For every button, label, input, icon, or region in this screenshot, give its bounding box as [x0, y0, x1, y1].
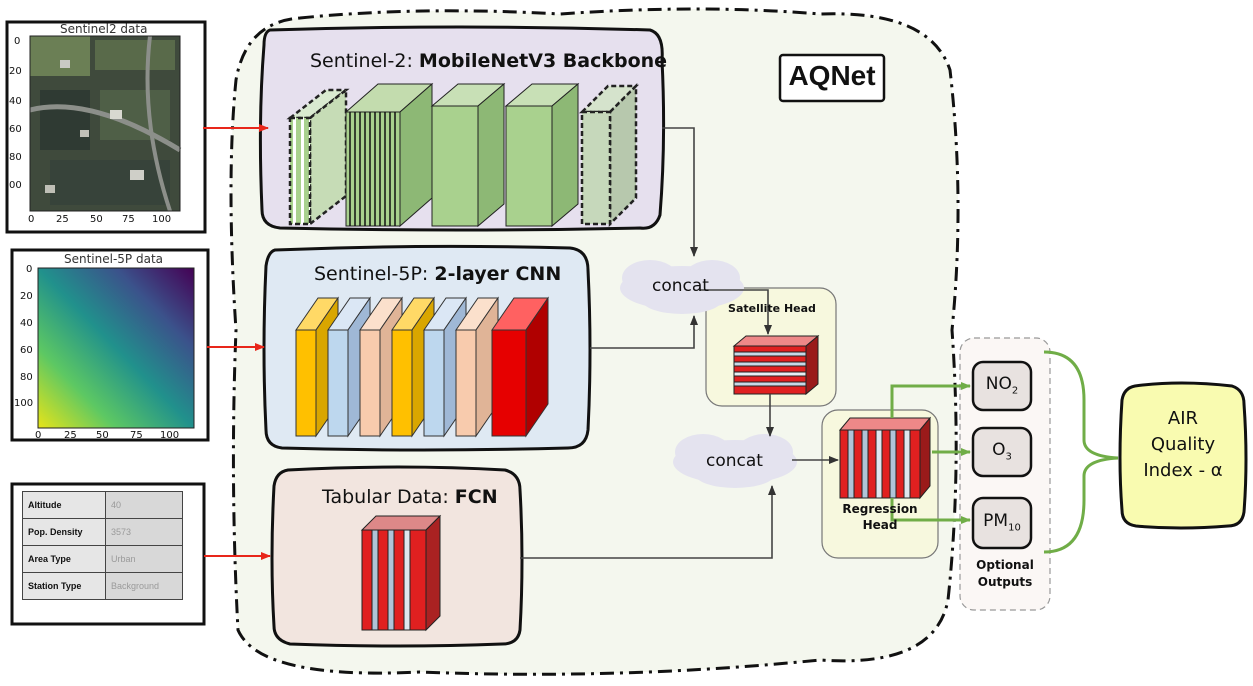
s5p-xtick-2: 50 — [96, 430, 109, 441]
optional-outputs-caption-1: Optional — [976, 558, 1034, 572]
connector-arrows — [520, 127, 839, 559]
concat-top-label: concat — [652, 276, 709, 296]
s5p-heatmap — [37, 267, 195, 429]
s2-ytick-2: 40 — [9, 96, 22, 107]
pm10-base: PM — [983, 511, 1009, 531]
s2-xtick-4: 100 — [152, 214, 172, 225]
table-key: Pop. Density — [22, 518, 106, 546]
pm10-label: PM10 — [973, 511, 1031, 533]
pm10-box — [971, 496, 1033, 550]
s2-ytick-0: 0 — [14, 36, 21, 47]
table-key: Area Type — [22, 545, 106, 573]
table-value: Background — [105, 572, 183, 600]
aqi-box — [1118, 381, 1248, 530]
o3-box — [971, 426, 1033, 478]
mobilenet-layers — [286, 82, 640, 228]
concat-bottom-label: concat — [706, 451, 763, 471]
satellite-head-layers — [732, 334, 820, 396]
s2-xtick-1: 25 — [56, 214, 69, 225]
tab-branch-prefix: Tabular Data: — [322, 486, 455, 508]
s5p-xtick-3: 75 — [130, 430, 143, 441]
s5p-ytick-5: 100 — [14, 398, 34, 409]
s5p-branch-bold: 2-layer CNN — [434, 263, 562, 285]
concat-cloud-bottom — [673, 434, 797, 488]
table-value: 3573 — [105, 518, 183, 546]
concat-cloud-top — [620, 260, 744, 314]
no2-box — [971, 360, 1033, 412]
table-key: Station Type — [22, 572, 106, 600]
s2-ytick-1: 20 — [9, 66, 22, 77]
s5p-xtick-1: 25 — [64, 430, 77, 441]
optional-outputs-caption-2: Outputs — [977, 575, 1033, 589]
table-value: 40 — [105, 491, 183, 519]
regression-head-layers — [838, 416, 932, 500]
satellite-head-label: Satellite Head — [728, 302, 816, 315]
aqi-line-1: AIR — [1167, 408, 1199, 429]
o3-base: O — [992, 440, 1006, 460]
s2-branch-bold: MobileNetV3 Backbone — [418, 50, 668, 72]
s5p-branch-prefix: Sentinel-5P: — [314, 263, 435, 285]
s5p-branch-title: Sentinel-5P: 2-layer CNN — [314, 263, 561, 285]
tab-branch-title: Tabular Data: FCN — [322, 486, 498, 508]
input-arrows — [203, 124, 271, 560]
s2-satellite-image — [29, 35, 182, 212]
s2-image-title: Sentinel2 data — [60, 22, 148, 36]
aqi-line-3: Index - α — [1143, 460, 1223, 481]
s2-xtick-3: 75 — [122, 214, 135, 225]
no2-label: NO2 — [973, 374, 1031, 396]
no2-base: NO — [985, 374, 1012, 394]
regression-head-label-1: Regression — [842, 502, 918, 516]
s5p-ytick-3: 60 — [20, 345, 33, 356]
pm10-sub: 10 — [1008, 522, 1021, 534]
aqnet-title-box — [778, 53, 886, 103]
s2-xtick-2: 50 — [90, 214, 103, 225]
s2-branch-prefix: Sentinel-2: — [310, 50, 419, 72]
s5p-ytick-1: 20 — [20, 291, 33, 302]
s5p-ytick-4: 80 — [20, 372, 33, 383]
no2-sub: 2 — [1011, 385, 1019, 397]
s2-axes — [29, 35, 181, 212]
fcn-layers — [360, 514, 442, 632]
s2-ytick-5: 00 — [9, 180, 22, 191]
cnn-layers — [295, 296, 549, 438]
o3-label: O3 — [973, 440, 1031, 462]
s5p-ytick-0: 0 — [26, 264, 33, 275]
s5p-xtick-0: 0 — [35, 430, 42, 441]
table-value: Urban — [105, 545, 183, 573]
o3-sub: 3 — [1005, 451, 1012, 463]
output-arrows — [890, 350, 1119, 554]
s2-branch-title: Sentinel-2: MobileNetV3 Backbone — [310, 50, 667, 72]
aqi-line-2: Quality — [1150, 434, 1216, 455]
s5p-ytick-2: 40 — [20, 318, 33, 329]
aqnet-title: AQNet — [788, 60, 876, 91]
s2-ytick-3: 60 — [9, 124, 22, 135]
regression-head-label-2: Head — [862, 518, 898, 532]
table-key: Altitude — [22, 491, 106, 519]
tab-branch-bold: FCN — [454, 486, 498, 508]
s5p-xtick-4: 100 — [160, 430, 180, 441]
s2-ytick-4: 80 — [9, 152, 22, 163]
s5p-image-title: Sentinel-5P data — [64, 252, 164, 266]
s2-xtick-0: 0 — [28, 214, 35, 225]
